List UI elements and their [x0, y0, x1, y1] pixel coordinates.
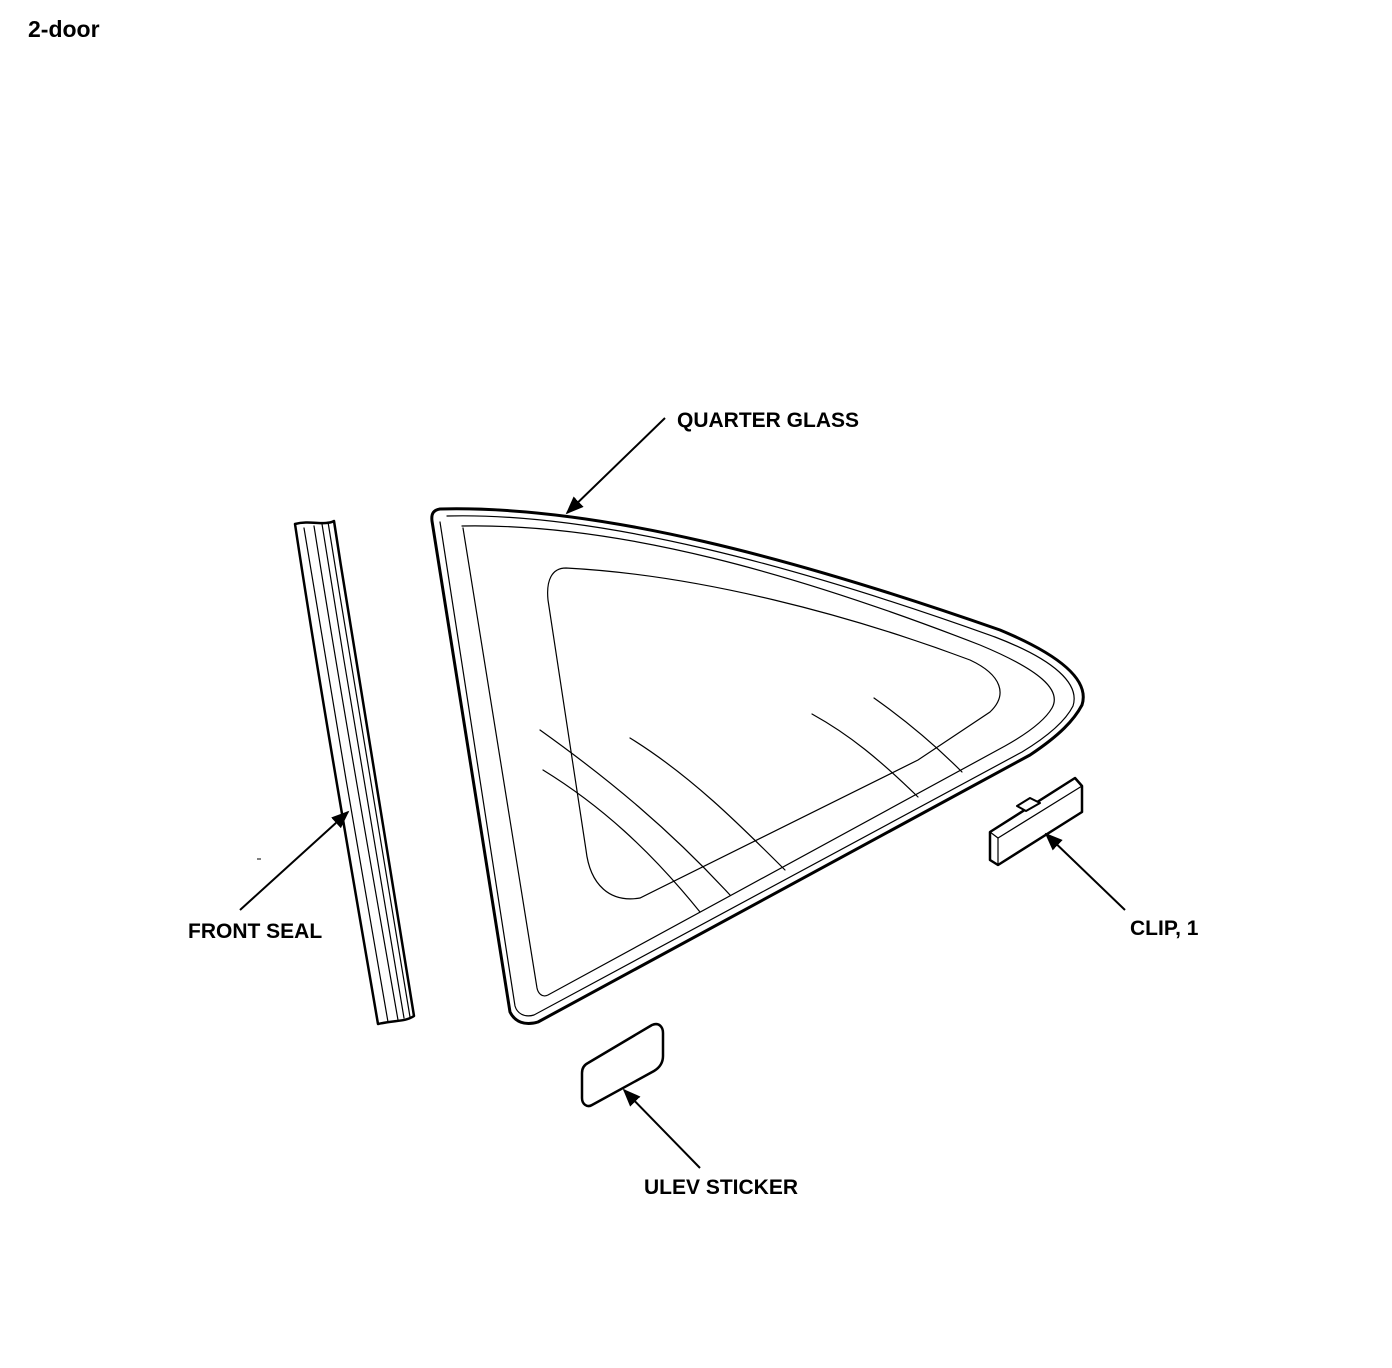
quarter-glass-leader — [565, 417, 666, 515]
ulev-sticker-leader — [622, 1088, 701, 1169]
ulev-sticker-part — [580, 1022, 665, 1108]
quarter-glass-label: QUARTER GLASS — [677, 409, 859, 432]
front-seal-leader — [239, 810, 350, 911]
front-seal-label: FRONT SEAL — [188, 920, 322, 943]
clip-part — [988, 776, 1084, 867]
page-title: 2-door — [28, 16, 100, 42]
front-seal-part — [293, 519, 416, 1026]
quarter-glass-part — [430, 507, 1085, 1026]
clip-label: CLIP, 1 — [1130, 917, 1199, 940]
clip-leader — [1044, 832, 1126, 911]
ulev-sticker-label: ULEV STICKER — [644, 1176, 798, 1199]
